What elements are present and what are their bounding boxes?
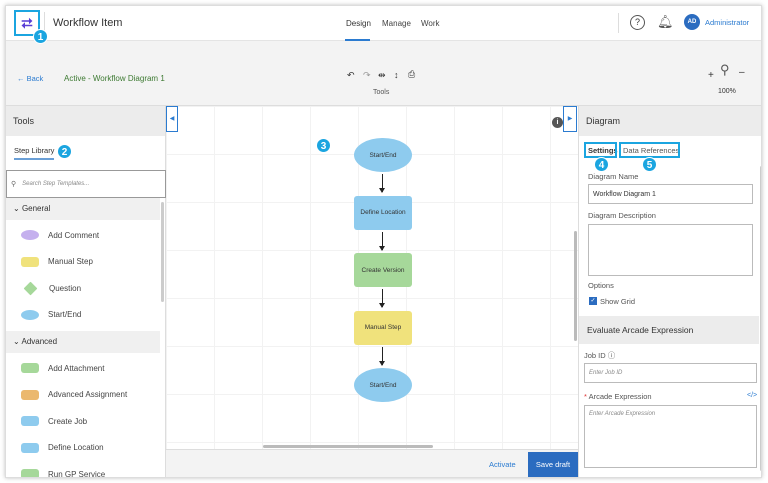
annotation-badge-2: 2 — [57, 144, 72, 159]
options-label: Options — [588, 281, 614, 290]
zoom-out-button[interactable]: – — [739, 67, 745, 78]
tab-manage[interactable]: Manage — [382, 19, 411, 28]
header: ⮂ Workflow Item Design Manage Work ? 🔔︎ … — [6, 6, 761, 41]
connector-arrow[interactable] — [379, 231, 385, 251]
tools-title: Tools — [6, 106, 165, 136]
undo-icon[interactable]: ↶ — [347, 70, 355, 80]
annotation-badge-1: 1 — [33, 29, 48, 44]
zoom-level: 100% — [718, 88, 736, 95]
step-shape-icon — [21, 469, 39, 477]
job-id-label: Job ID ⓘ — [584, 351, 616, 360]
step-shape-icon — [21, 442, 39, 453]
diagram-description-label: Diagram Description — [588, 211, 656, 220]
canvas-horizontal-scrollbar[interactable] — [263, 445, 433, 448]
section-advanced[interactable]: ⌄ Advanced — [6, 331, 160, 353]
arcade-expression-input[interactable]: Enter Arcade Expression — [584, 405, 757, 468]
step-template-item[interactable]: Define Location — [21, 440, 104, 456]
library-scrollbar[interactable] — [161, 202, 164, 302]
app-logo-icon[interactable]: ⮂ — [21, 15, 33, 31]
properties-title: Diagram — [579, 106, 761, 136]
step-template-item[interactable]: Advanced Assignment — [21, 387, 127, 403]
avatar[interactable]: AD — [684, 14, 700, 30]
properties-scrollbar[interactable] — [760, 166, 761, 471]
app-window: ⮂ Workflow Item Design Manage Work ? 🔔︎ … — [5, 5, 762, 478]
annotation-highlight-logo — [14, 10, 40, 36]
chevron-down-icon: ⌄ — [13, 337, 20, 346]
save-draft-button[interactable]: Save draft — [528, 452, 578, 477]
step-shape-icon — [21, 389, 39, 400]
annotation-badge-4: 4 — [594, 157, 609, 172]
user-name[interactable]: Administrator — [705, 18, 750, 27]
connector-arrow[interactable] — [379, 346, 385, 366]
diagram-status: Active - Workflow Diagram 1 — [64, 74, 165, 83]
print-icon[interactable]: ⎙ — [408, 69, 416, 79]
section-general[interactable]: ⌄ General — [6, 198, 160, 220]
diagram-name-label: Diagram Name — [588, 172, 639, 181]
connector-arrow[interactable] — [379, 289, 385, 308]
tab-data-references[interactable]: Data References — [623, 146, 680, 155]
chevron-down-icon: ⌄ — [13, 204, 20, 213]
diagram-node[interactable]: Manual Step — [354, 310, 412, 345]
step-shape-icon — [23, 281, 38, 295]
step-template-item[interactable]: Add Attachment — [21, 360, 104, 376]
step-template-item[interactable]: Create Job — [21, 413, 87, 429]
zoom-in-button[interactable]: + — [708, 70, 714, 81]
info-icon[interactable]: ⓘ — [607, 351, 616, 360]
arcade-section-header: Evaluate Arcade Expression — [579, 316, 759, 344]
activate-button[interactable]: Activate — [489, 460, 516, 469]
diagram-node[interactable]: Define Location — [354, 195, 412, 230]
notification-bell-icon[interactable]: 🔔︎ — [657, 14, 674, 29]
tab-work[interactable]: Work — [421, 19, 440, 28]
redo-icon[interactable]: ↷ — [363, 70, 371, 80]
connector-arrow[interactable] — [379, 174, 385, 193]
active-tab-indicator — [345, 39, 370, 41]
step-shape-icon — [21, 363, 39, 373]
diagram-name-input[interactable]: Workflow Diagram 1 — [588, 184, 753, 204]
canvas-footer: Activate Save draft — [166, 449, 578, 477]
annotation-highlight-settings — [584, 142, 617, 158]
tab-design[interactable]: Design — [346, 19, 371, 28]
step-template-item[interactable]: Add Comment — [21, 227, 99, 243]
diagram-node[interactable]: Start/End — [354, 368, 412, 402]
app-title: Workflow Item — [53, 17, 123, 29]
tab-step-library[interactable]: Step Library — [14, 146, 55, 160]
vertical-layout-icon[interactable]: ↕ — [394, 70, 399, 80]
step-template-item[interactable]: Question — [21, 280, 81, 296]
code-icon[interactable]: </> — [747, 392, 758, 399]
job-id-input[interactable]: Enter Job ID — [584, 363, 757, 383]
tab-settings[interactable]: Settings — [588, 146, 618, 155]
toolbar: ← Back Active - Workflow Diagram 1 ↶ ↷ ⇹… — [6, 41, 761, 106]
zoom-icon: ⚲ — [720, 62, 730, 77]
show-grid-label: Show Grid — [600, 297, 636, 306]
step-template-item[interactable]: Manual Step — [21, 254, 93, 270]
canvas-vertical-scrollbar[interactable] — [574, 231, 577, 341]
back-button[interactable]: ← Back — [17, 74, 44, 83]
collapse-right-panel-button[interactable]: ▶ — [563, 106, 577, 132]
help-icon[interactable]: ? — [630, 15, 645, 30]
diagram-node[interactable]: Start/End — [354, 138, 412, 172]
step-shape-icon — [21, 416, 39, 426]
annotation-badge-5: 5 — [642, 157, 657, 172]
step-shape-icon — [21, 309, 39, 320]
diagram-node[interactable]: Create Version — [354, 253, 412, 287]
collapse-left-panel-button[interactable]: ◀ — [166, 106, 178, 132]
tools-panel: Tools Step Library ⚲ Search Step Templat… — [6, 106, 166, 477]
step-shape-icon — [21, 230, 39, 240]
diagram-description-input[interactable] — [588, 224, 753, 276]
annotation-badge-3: 3 — [316, 138, 331, 153]
show-grid-checkbox[interactable]: ✓ — [589, 297, 597, 305]
arcade-expression-label: * Arcade Expression — [584, 392, 652, 401]
search-icon: ⚲ — [11, 181, 17, 188]
annotation-highlight-data-references — [619, 142, 680, 158]
horizontal-layout-icon[interactable]: ⇹ — [378, 70, 386, 80]
step-template-item[interactable]: Start/End — [21, 307, 81, 323]
step-template-item[interactable]: Run GP Service — [21, 466, 105, 477]
search-step-templates-input[interactable]: ⚲ Search Step Templates... — [6, 170, 166, 198]
tools-label: Tools — [373, 89, 390, 96]
step-shape-icon — [21, 256, 39, 267]
properties-panel: Diagram Settings Data References Diagram… — [578, 106, 761, 477]
info-icon[interactable]: i — [552, 117, 563, 128]
